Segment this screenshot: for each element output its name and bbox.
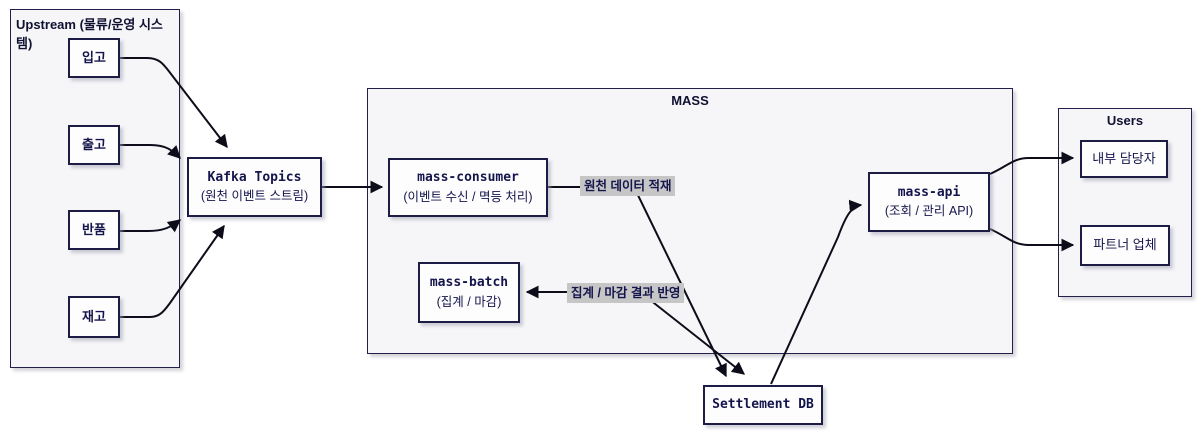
node-mass-batch-subtitle: (집계 / 마감) — [436, 294, 502, 309]
node-outbound-label: 출고 — [82, 136, 106, 152]
node-inbound-label: 입고 — [82, 49, 106, 65]
node-kafka-topics-title: Kafka Topics — [207, 169, 302, 185]
edge-batch-db — [525, 285, 746, 375]
edge-inventory-kafka — [120, 224, 225, 318]
node-partner-label: 파트너 업체 — [1093, 237, 1157, 253]
node-settlement-db: Settlement DB — [703, 385, 823, 425]
node-mass-batch: mass-batch (집계 / 마감) — [418, 262, 520, 323]
mass-container-title: MASS — [671, 93, 709, 108]
node-mass-consumer-title: mass-consumer — [417, 170, 519, 186]
edge-outbound-kafka — [120, 144, 181, 159]
node-inventory-label: 재고 — [82, 308, 106, 324]
node-internal-user-label: 내부 담당자 — [1092, 150, 1156, 166]
edge-api-partner — [989, 228, 1075, 252]
edge-label-batch-result: 집계 / 마감 결과 반영 — [567, 283, 685, 304]
edge-inbound-kafka — [120, 57, 228, 149]
node-mass-api: mass-api (조회 / 관리 API) — [868, 172, 990, 232]
node-outbound: 출고 — [68, 125, 120, 165]
node-inbound: 입고 — [68, 38, 120, 78]
node-internal-user: 내부 담당자 — [1080, 140, 1168, 178]
node-inventory: 재고 — [68, 296, 120, 338]
node-settlement-db-title: Settlement DB — [712, 396, 814, 412]
node-mass-api-subtitle: (조회 / 관리 API) — [884, 204, 974, 219]
node-returns-label: 반품 — [82, 221, 106, 237]
edge-db-api — [770, 199, 863, 385]
edge-api-internal — [989, 151, 1075, 175]
node-kafka-topics-subtitle: (원천 이벤트 스트림) — [200, 189, 309, 204]
node-mass-batch-title: mass-batch — [429, 275, 509, 291]
node-mass-api-title: mass-api — [897, 184, 961, 200]
node-mass-consumer: mass-consumer (이벤트 수신 / 멱등 처리) — [388, 158, 548, 217]
edge-label-ingest: 원천 데이터 적재 — [580, 176, 676, 197]
node-kafka-topics: Kafka Topics (원천 이벤트 스트림) — [187, 157, 322, 217]
upstream-container-title: Upstream (물류/운영 시스템) — [16, 17, 163, 51]
node-mass-consumer-subtitle: (이벤트 수신 / 멱등 처리) — [403, 189, 533, 204]
node-returns: 반품 — [68, 210, 120, 250]
edge-consumer-db — [548, 186, 727, 378]
node-partner: 파트너 업체 — [1080, 225, 1170, 266]
edge-returns-kafka — [120, 219, 182, 233]
users-container-title: Users — [1106, 113, 1144, 128]
